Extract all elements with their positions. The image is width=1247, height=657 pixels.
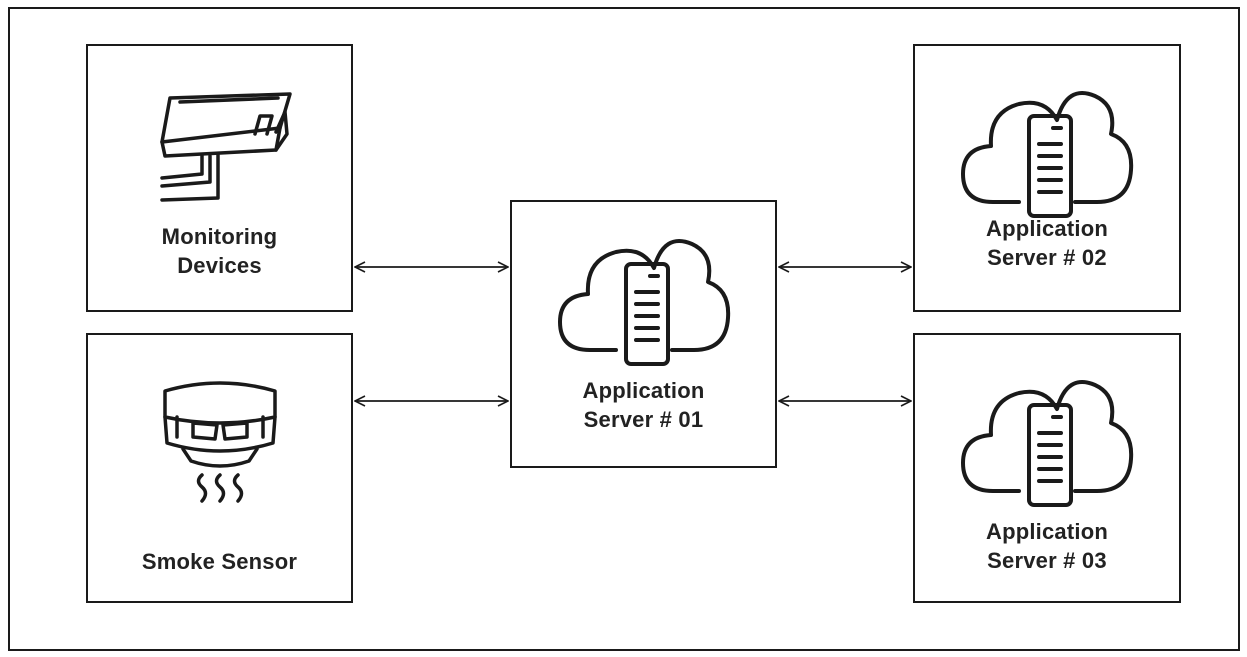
smoke-sensor-label: Smoke Sensor (141, 549, 298, 574)
cloud-server-icon (961, 91, 1134, 218)
application-server-01-label: Application Server # 01 (582, 378, 705, 432)
smoke-sensor-node: Smoke Sensor (86, 333, 353, 603)
monitoring-devices-label: Monitoring Devices (161, 224, 278, 278)
monitoring-devices-node: Monitoring Devices (86, 44, 353, 312)
application-server-03-label: Application Server # 03 (986, 519, 1108, 573)
application-server-03-node: Application Server # 03 (913, 333, 1181, 603)
application-server-02-node: Application Server # 02 (913, 44, 1181, 312)
application-server-01-node: Application Server # 01 (510, 200, 777, 468)
cloud-server-icon (961, 380, 1134, 507)
application-server-02-label: Application Server # 02 (986, 216, 1108, 270)
diagram-frame (8, 7, 1240, 651)
cloud-server-icon (557, 239, 730, 366)
smoke-detector-icon (162, 381, 277, 503)
security-camera-icon (159, 92, 292, 202)
